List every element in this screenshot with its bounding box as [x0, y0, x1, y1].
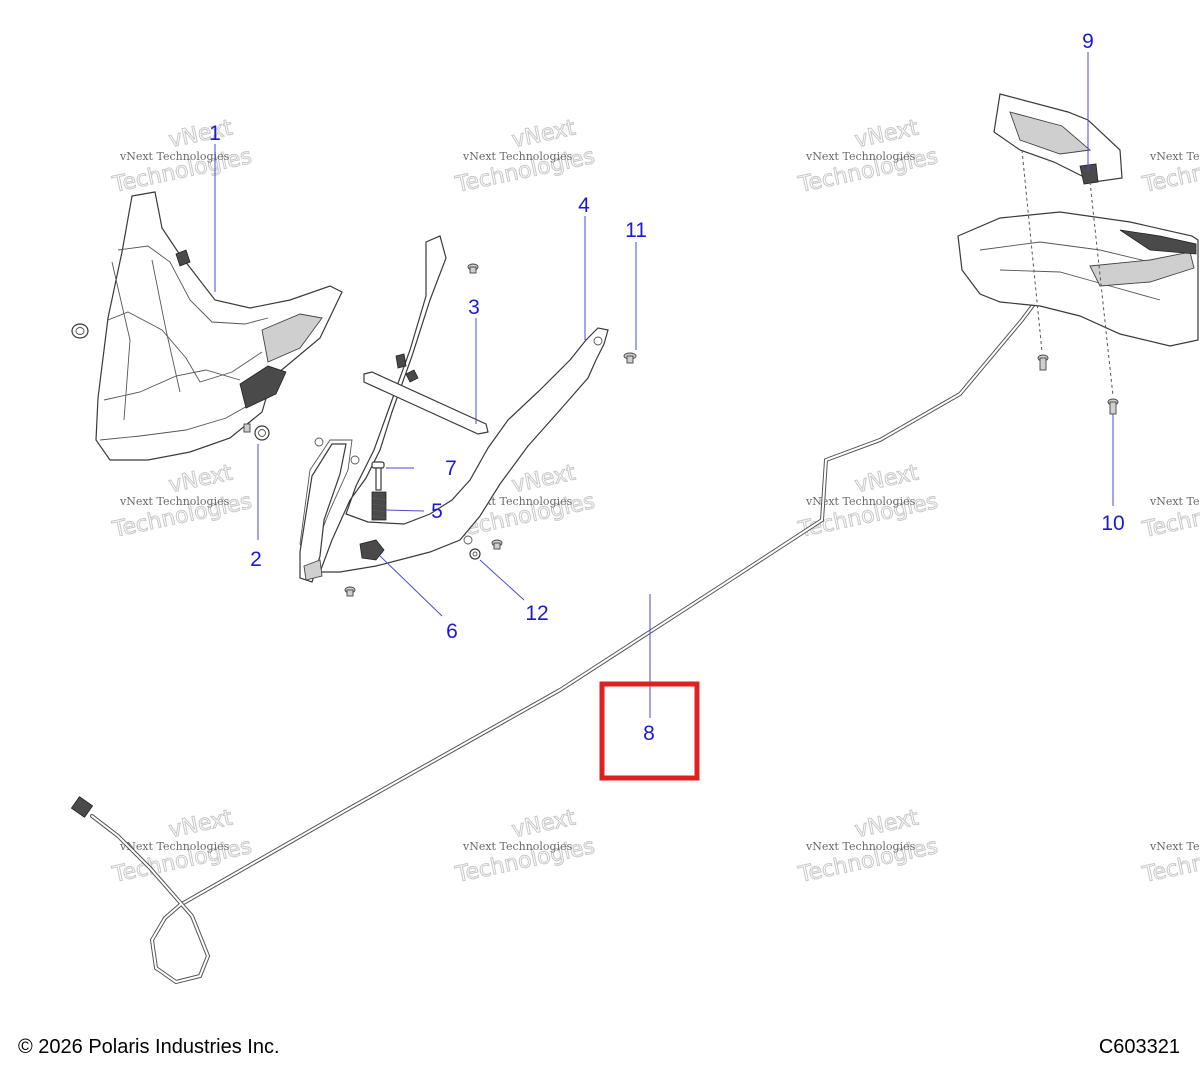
copyright-text: © 2026 Polaris Industries Inc.	[18, 1036, 280, 1058]
callout-8[interactable]: 8	[643, 722, 655, 745]
watermark: Technologies vNext vNext Technologies	[795, 805, 940, 889]
mount-bolt[interactable]	[1037, 354, 1049, 371]
callout-5: 5	[431, 500, 443, 523]
callout-7: 7	[445, 457, 457, 480]
svg-text:vNext Technologies: vNext Technologies	[119, 495, 230, 508]
watermark: Technologies vNext Technologies	[1139, 489, 1200, 544]
svg-text:vNext Technologies: vNext Technologies	[805, 150, 916, 163]
svg-text:vNext: vNext	[510, 115, 578, 153]
watermark: Technologies vNext Technologies	[1139, 144, 1200, 199]
leader-lines	[214, 52, 1114, 718]
svg-text:vNext Technologies: vNext Technologies	[805, 495, 916, 508]
svg-text:vNext Technologies: vNext Technologies	[119, 840, 230, 853]
screw[interactable]	[623, 352, 637, 364]
svg-text:vNext: vNext	[853, 460, 921, 498]
drawing-code: C603321	[1098, 1036, 1180, 1058]
headlight-assembly[interactable]	[95, 191, 343, 461]
watermark: Technologies vNext vNext Technologies	[109, 460, 254, 544]
callout-3: 3	[468, 296, 480, 319]
clip-nut[interactable]	[359, 539, 385, 561]
svg-text:vNext: vNext	[853, 805, 921, 843]
svg-text:vNext: vNext	[853, 115, 921, 153]
svg-text:vNext: vNext	[167, 460, 235, 498]
svg-text:vNext Technologies: vNext Technologies	[1149, 840, 1200, 853]
alignment-line	[1021, 149, 1043, 353]
svg-text:vNext: vNext	[167, 805, 235, 843]
screw[interactable]	[344, 586, 356, 597]
screw[interactable]	[467, 263, 479, 274]
callout-2: 2	[250, 548, 262, 571]
callout-9: 9	[1082, 30, 1094, 53]
callout-6: 6	[446, 620, 458, 643]
mount-bolt[interactable]	[1107, 398, 1119, 415]
svg-text:vNext: vNext	[167, 115, 235, 153]
dash-panel[interactable]	[957, 211, 1199, 347]
watermark: Technologies vNext vNext Technologies	[795, 460, 940, 544]
grommet[interactable]	[71, 323, 89, 339]
stud-bolt[interactable]	[371, 461, 385, 491]
washer[interactable]	[469, 548, 481, 560]
svg-text:vNext Technologies: vNext Technologies	[462, 150, 573, 163]
grommet[interactable]	[254, 425, 270, 441]
callout-10: 10	[1101, 512, 1124, 535]
callout-8-highlight	[599, 681, 700, 781]
headlight-bracket[interactable]	[299, 235, 609, 583]
svg-text:vNext Technologies: vNext Technologies	[805, 840, 916, 853]
spring[interactable]	[371, 491, 387, 521]
small-screw[interactable]	[243, 423, 251, 433]
callout-1: 1	[209, 122, 221, 145]
watermark: Technologies vNext vNext Technologies	[452, 805, 597, 889]
callout-11: 11	[625, 219, 647, 242]
watermark: Technologies vNext vNext Technologies	[452, 115, 597, 199]
svg-text:vNext Technologies: vNext Technologies	[462, 840, 573, 853]
callout-4: 4	[578, 194, 590, 217]
watermark: Technologies vNext Technologies	[1139, 834, 1200, 889]
screw[interactable]	[491, 539, 503, 550]
callout-12: 12	[525, 602, 548, 625]
svg-text:vNext Technologies: vNext Technologies	[1149, 495, 1200, 508]
svg-text:vNext Technologies: vNext Technologies	[119, 150, 230, 163]
watermark: Technologies vNext vNext Technologies	[795, 115, 940, 199]
svg-text:vNext Technologies: vNext Technologies	[1149, 150, 1200, 163]
watermark: Technologies vNext vNext Technologies	[109, 115, 254, 199]
display-gauge[interactable]	[993, 93, 1123, 185]
svg-text:vNext: vNext	[510, 805, 578, 843]
svg-text:vNext: vNext	[510, 460, 578, 498]
